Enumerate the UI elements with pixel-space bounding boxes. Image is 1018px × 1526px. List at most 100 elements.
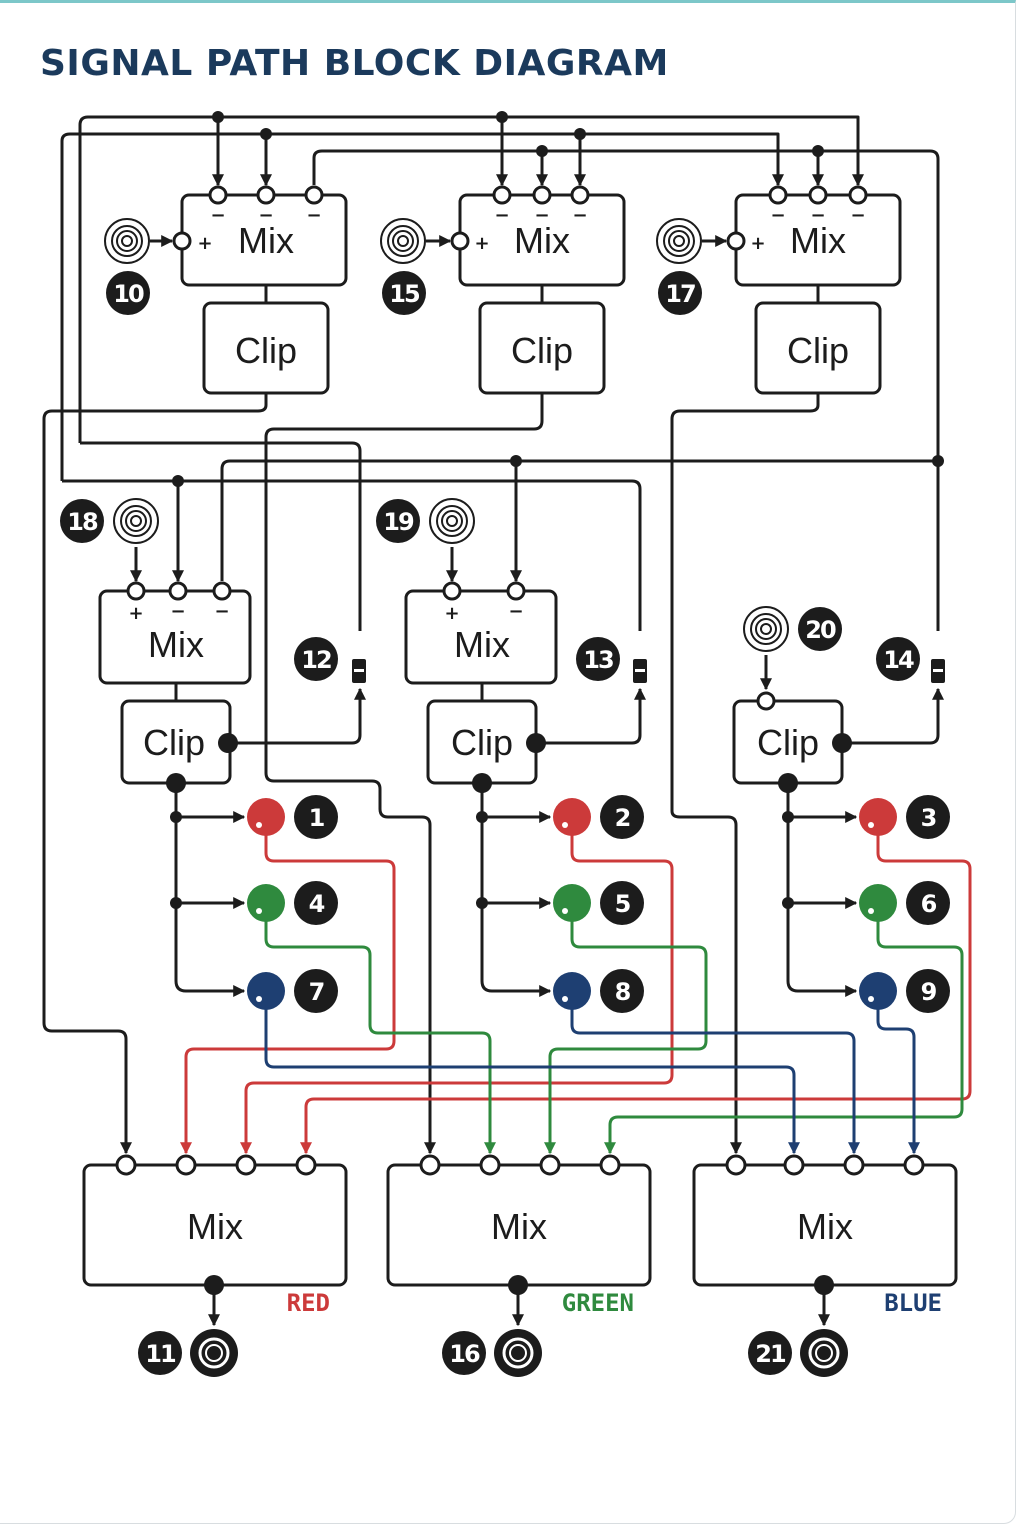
mix-label: Mix — [148, 624, 204, 665]
jack-socket-icon — [380, 218, 426, 264]
wires-black — [42, 115, 944, 1327]
svg-text:11: 11 — [145, 1340, 176, 1368]
knob-icon — [859, 972, 897, 1010]
svg-text:6: 6 — [921, 890, 937, 918]
svg-text:−: − — [494, 205, 509, 226]
svg-text:−: − — [210, 205, 225, 226]
svg-text:−: − — [572, 205, 587, 226]
badge-6: 6 — [906, 881, 950, 925]
output-label-blue: BLUE — [884, 1289, 942, 1317]
clip-label: Clip — [787, 330, 849, 371]
svg-text:1: 1 — [309, 804, 325, 832]
badge-18: 18 — [60, 499, 104, 543]
svg-text:10: 10 — [113, 280, 144, 308]
badge-14: 14 — [876, 637, 920, 681]
mix-label: Mix — [238, 220, 294, 261]
clip-block-top-right: Clip — [754, 301, 882, 395]
svg-text:+: + — [444, 603, 459, 624]
signal-path-diagram: Mix − − − + Clip Mix − − − + Clip — [42, 111, 972, 1377]
mix-label: Mix — [790, 220, 846, 261]
svg-text:−: − — [810, 205, 825, 226]
clip-label: Clip — [235, 330, 297, 371]
svg-text:+: + — [128, 603, 143, 624]
badge-20: 20 — [798, 607, 842, 651]
svg-text:−: − — [534, 205, 549, 226]
mix-label: Mix — [514, 220, 570, 261]
badge-21: 21 — [748, 1331, 792, 1375]
knob-icon — [553, 972, 591, 1010]
svg-text:7: 7 — [309, 978, 324, 1006]
svg-text:12: 12 — [301, 646, 331, 674]
mix-label: Mix — [491, 1206, 547, 1247]
output-label-green: GREEN — [562, 1289, 634, 1317]
jack-socket-icon — [743, 606, 789, 652]
knob-icon — [247, 972, 285, 1010]
clip-block-mid-left: Clip — [120, 699, 238, 793]
mix-label: Mix — [797, 1206, 853, 1247]
switch-icon — [633, 659, 647, 683]
clip-label: Clip — [451, 722, 513, 763]
badge-1: 1 — [294, 795, 338, 839]
svg-text:16: 16 — [449, 1340, 480, 1368]
badge-16: 16 — [442, 1331, 486, 1375]
svg-text:8: 8 — [615, 978, 631, 1006]
jack-socket-icon — [190, 1329, 238, 1377]
mix-block-mid-center: Mix + − — [404, 581, 558, 685]
knob-icon — [859, 798, 897, 836]
clip-block-top-left: Clip — [202, 301, 330, 395]
badge-7: 7 — [294, 969, 338, 1013]
svg-text:21: 21 — [755, 1340, 786, 1368]
knob-icon — [553, 884, 591, 922]
jack-socket-icon — [113, 498, 159, 544]
knob-icon — [859, 884, 897, 922]
badge-8: 8 — [600, 969, 644, 1013]
wires-blue — [264, 1009, 920, 1155]
svg-text:19: 19 — [383, 508, 414, 536]
junction-dots — [170, 111, 944, 909]
page-title: SIGNAL PATH BLOCK DIAGRAM — [40, 43, 669, 84]
svg-text:14: 14 — [883, 646, 914, 674]
switch-icon — [352, 659, 366, 683]
knob-icon — [247, 798, 285, 836]
badge-3: 3 — [906, 795, 950, 839]
badge-15: 15 — [382, 271, 426, 315]
jack-socket-icon — [494, 1329, 542, 1377]
svg-text:4: 4 — [309, 890, 325, 918]
jack-socket-icon — [104, 218, 150, 264]
wires-green — [264, 921, 964, 1155]
mix-block-blue: Mix BLUE — [692, 1154, 958, 1317]
svg-text:2: 2 — [615, 804, 630, 832]
jack-socket-icon — [656, 218, 702, 264]
badge-10: 10 — [106, 271, 150, 315]
clip-block-top-center: Clip — [478, 301, 606, 395]
mix-label: Mix — [454, 624, 510, 665]
knob-icon — [247, 884, 285, 922]
svg-text:15: 15 — [389, 280, 420, 308]
output-label-red: RED — [287, 1289, 330, 1317]
mix-block-top-center: Mix − − − + — [450, 185, 626, 287]
clip-block-mid-center: Clip — [426, 699, 546, 793]
badge-19: 19 — [376, 499, 420, 543]
svg-text:−: − — [850, 205, 865, 226]
jack-socket-icon — [429, 498, 475, 544]
clip-label: Clip — [143, 722, 205, 763]
svg-text:18: 18 — [67, 508, 98, 536]
mix-block-top-right: Mix − − − + — [726, 185, 902, 287]
svg-text:−: − — [306, 205, 321, 226]
svg-text:+: + — [750, 233, 765, 254]
svg-text:−: − — [258, 205, 273, 226]
svg-text:+: + — [197, 233, 212, 254]
knob-icon — [553, 798, 591, 836]
svg-text:−: − — [170, 601, 185, 622]
badge-4: 4 — [294, 881, 338, 925]
svg-text:−: − — [214, 601, 229, 622]
jack-socket-icon — [800, 1329, 848, 1377]
badge-17: 17 — [658, 271, 702, 315]
svg-text:9: 9 — [921, 978, 937, 1006]
svg-text:3: 3 — [921, 804, 936, 832]
mix-block-green: Mix GREEN — [386, 1154, 652, 1317]
svg-text:−: − — [508, 601, 523, 622]
badge-12: 12 — [294, 637, 338, 681]
switch-icon — [931, 659, 945, 683]
